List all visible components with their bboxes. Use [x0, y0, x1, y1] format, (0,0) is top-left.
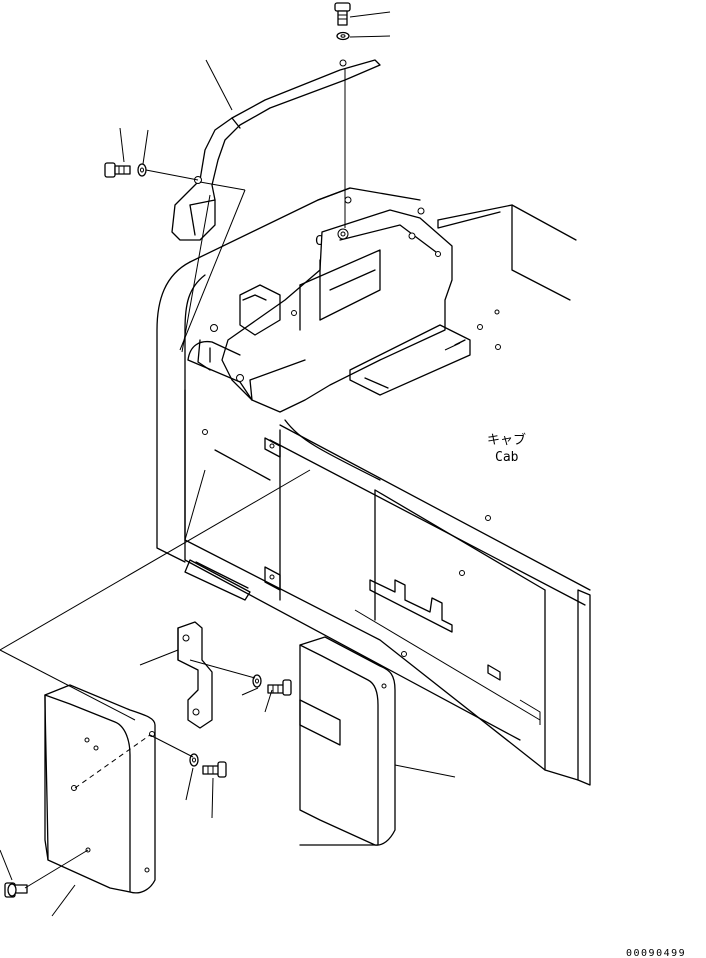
upper-left-washer [137, 163, 147, 177]
top-washer [336, 31, 350, 41]
lower-bolt-upper [267, 679, 292, 696]
cab-body [156, 187, 591, 786]
lower-washer-upper [252, 674, 262, 688]
top-bolt [334, 2, 351, 26]
mounting-bracket [177, 621, 213, 729]
upper-bracket [171, 59, 381, 241]
cab-label-english: Cab [495, 450, 519, 465]
lower-bolt-mid [202, 761, 227, 778]
lower-left-bolt [4, 882, 28, 898]
drawing-number: 00090499 [626, 948, 686, 958]
left-cover-panel [44, 684, 156, 894]
upper-left-bolt [104, 162, 131, 178]
leader-lines [0, 11, 456, 917]
cab-label-japanese: キャブ [487, 432, 526, 448]
marker-label: C [315, 234, 323, 249]
right-cover-panel [299, 636, 396, 846]
storage-console [187, 209, 471, 413]
